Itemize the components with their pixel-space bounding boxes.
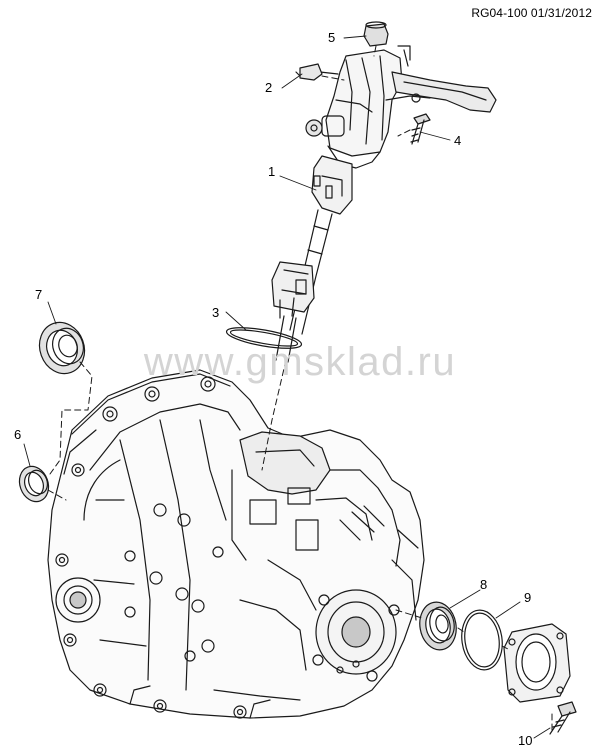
oil-seal-7 [38,321,86,375]
callout-9: 9 [524,590,532,605]
callout-7: 7 [35,287,43,302]
watermark-text: www.gmsklad.ru [143,340,457,384]
transmission-case [47,369,425,719]
callout-8: 8 [480,577,488,592]
bearing-cover [503,623,571,703]
o-ring [461,609,503,671]
retaining-clip [299,63,323,81]
callout-5: 5 [328,30,336,45]
callout-3: 3 [212,305,220,320]
callout-4: 4 [454,133,462,148]
seal-ring [225,327,303,349]
leader-lines [23,35,551,739]
reference-code: RG04-100 01/31/2012 [471,6,592,20]
oil-seal-6 [18,465,50,503]
bolt-10 [549,701,577,735]
callout-10: 10 [518,733,533,748]
callout-6: 6 [14,427,22,442]
assembly-lines [47,45,553,731]
shift-control-assembly [271,21,497,363]
callout-2: 2 [265,80,273,95]
bolt-4 [410,113,431,145]
callout-1: 1 [268,164,276,179]
oil-seal-8 [419,601,457,651]
